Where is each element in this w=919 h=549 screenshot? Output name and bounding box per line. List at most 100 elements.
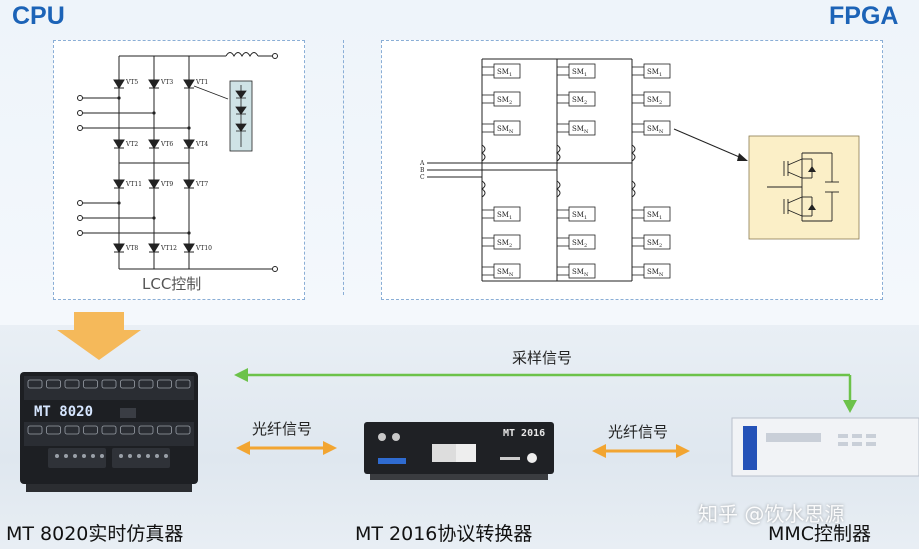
mmc-controller	[731, 417, 919, 477]
port-icon	[101, 379, 117, 389]
submodule-block: SM2	[632, 234, 671, 250]
submodule-block: SM1	[632, 206, 671, 222]
submodule-block: SMN	[482, 120, 521, 136]
port-icon	[46, 379, 61, 389]
thyristor-label: VT9	[160, 181, 173, 188]
thyristor-label: VT3	[160, 79, 173, 86]
phase-label: B	[420, 167, 425, 174]
cpu-header: CPU	[12, 2, 65, 30]
phase-label: C	[420, 174, 425, 181]
controller-caption: MMC控制器	[768, 523, 872, 545]
pin-icon	[164, 454, 168, 458]
mt2016-converter	[364, 422, 554, 480]
thyristor-label: VT4	[195, 141, 208, 148]
submodule-blocks: SM1SM2SMNSM1SM2SMNSM1SM2SMNSM1SM2SMNSM1S…	[482, 63, 671, 279]
submodule-label: SM1	[497, 68, 512, 78]
submodule-block: SM1	[482, 206, 521, 222]
submodule-block: SMN	[557, 120, 596, 136]
thyristor-label: VT11	[125, 181, 142, 188]
simulator-caption: MT 8020实时仿真器	[6, 523, 184, 545]
submodule-label: SMN	[497, 268, 514, 278]
simulator-ports	[27, 379, 191, 458]
submodule-detail-box	[748, 135, 860, 240]
port-icon	[83, 425, 98, 435]
port-icon	[175, 425, 191, 435]
pin-icon	[55, 454, 59, 458]
submodule-block: SM2	[482, 234, 521, 250]
submodule-label: SMN	[647, 125, 664, 135]
submodule-block: SM1	[632, 63, 671, 79]
submodule-label: SM2	[647, 96, 662, 106]
submodule-block: SM2	[632, 91, 671, 107]
submodule-label: SMN	[497, 125, 514, 135]
submodule-block: SM1	[557, 206, 596, 222]
port-icon	[27, 425, 43, 435]
port-icon	[138, 379, 154, 389]
arrow-down-icon	[843, 400, 857, 413]
pin-icon	[155, 454, 159, 458]
submodule-label: SM2	[572, 96, 587, 106]
thyristor-label: VT2	[125, 141, 138, 148]
submodule-block: SM2	[482, 91, 521, 107]
sampling-signal-label: 采样信号	[512, 349, 573, 367]
thyristor-label: VT8	[125, 245, 138, 252]
port-icon	[101, 425, 117, 435]
pin-icon	[128, 454, 132, 458]
port-icon	[64, 425, 80, 435]
submodule-label: SM2	[497, 239, 512, 249]
submodule-block: SMN	[557, 263, 596, 279]
port-icon	[120, 379, 135, 389]
thyristor-label: VT7	[195, 181, 208, 188]
submodule-block: SM1	[557, 63, 596, 79]
pin-icon	[146, 454, 150, 458]
pin-icon	[73, 454, 77, 458]
panel-separator	[343, 40, 344, 295]
port-icon	[27, 379, 43, 389]
lcc-circuit-diagram: VT5 VT3 VT1 VT2 VT6 VT4 VT11 VT9 VT7 VT8…	[77, 52, 278, 272]
thyristor-label: VT1	[195, 79, 208, 86]
port-icon	[157, 425, 172, 435]
port-icon	[175, 379, 191, 389]
thyristor-label: VT10	[195, 245, 212, 252]
pin-icon	[137, 454, 141, 458]
submodule-block: SM2	[557, 91, 596, 107]
lcc-panel: VT5 VT3 VT1 VT2 VT6 VT4 VT11 VT9 VT7 VT8…	[53, 40, 305, 300]
pin-icon	[100, 454, 104, 458]
submodule-label: SM2	[647, 239, 662, 249]
fpga-header: FPGA	[829, 2, 899, 30]
phase-label: A	[419, 160, 425, 167]
thyristor-label: VT12	[160, 245, 177, 252]
submodule-label: SM1	[572, 68, 587, 78]
submodule-label: SM1	[647, 68, 662, 78]
pin-icon	[82, 454, 86, 458]
port-icon	[120, 425, 135, 435]
pin-icon	[64, 454, 68, 458]
submodule-block: SMN	[482, 263, 521, 279]
converter-face-label: MT 2016	[503, 428, 546, 439]
submodule-label: SMN	[572, 268, 589, 278]
port-icon	[64, 379, 80, 389]
pin-icon	[119, 454, 123, 458]
submodule-block: SM2	[557, 234, 596, 250]
fiber-signal-label-right: 光纤信号	[608, 423, 669, 441]
submodule-label: SMN	[572, 125, 589, 135]
lcc-caption: LCC控制	[142, 275, 202, 293]
port-icon	[46, 425, 61, 435]
down-arrow-icon	[57, 312, 141, 360]
pin-icon	[91, 454, 95, 458]
submodule-label: SM2	[572, 239, 587, 249]
submodule-block: SMN	[632, 263, 671, 279]
submodule-label: SM1	[647, 211, 662, 221]
simulator-face-label: MT 8020	[34, 404, 94, 420]
device-diagram	[20, 312, 919, 492]
watermark: 知乎 @饮水思源	[698, 502, 845, 526]
submodule-label: SM2	[497, 96, 512, 106]
fiber-signal-label-left: 光纤信号	[252, 420, 313, 438]
submodule-block: SMN	[632, 120, 671, 136]
submodule-label: SM1	[497, 211, 512, 221]
thyristor-label: VT5	[125, 79, 138, 86]
converter-caption: MT 2016协议转换器	[355, 523, 533, 545]
arrow-left-icon	[234, 368, 248, 382]
thyristor-label: VT6	[160, 141, 173, 148]
